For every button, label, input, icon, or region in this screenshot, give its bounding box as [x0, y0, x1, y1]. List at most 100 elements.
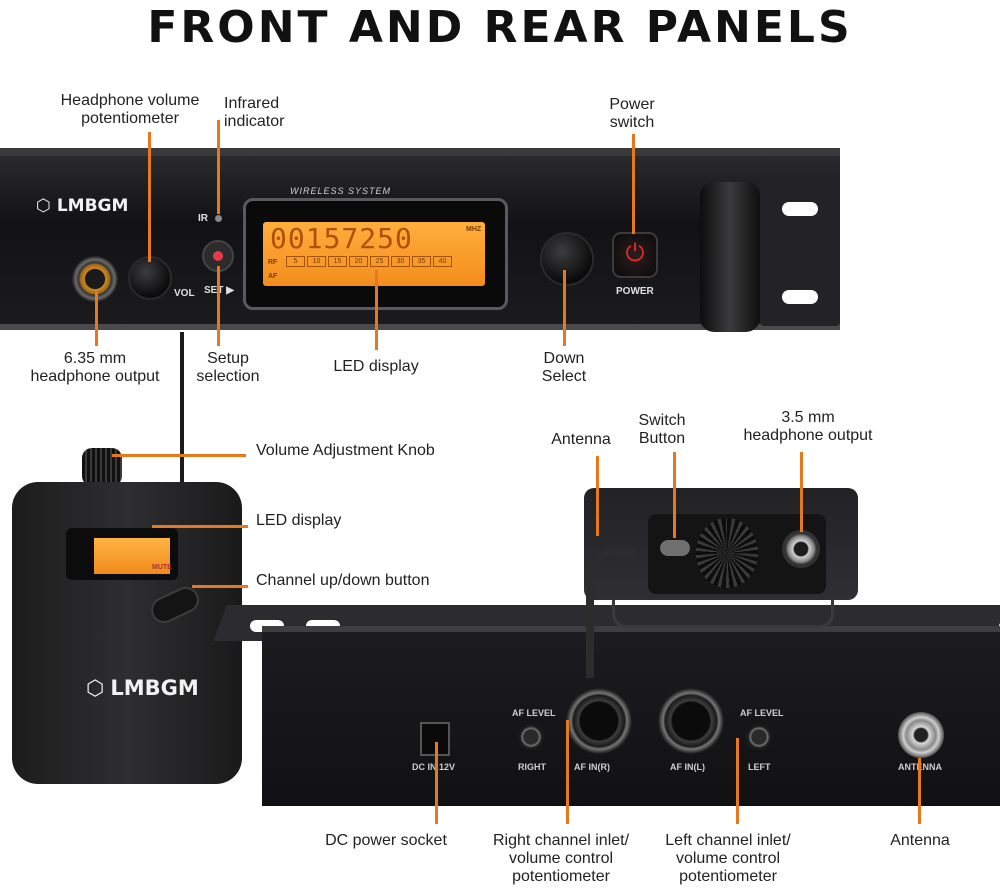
label-line: Button: [638, 430, 686, 447]
bodypack-antenna-cable: [586, 548, 636, 678]
lcd-frequency: 00157250: [270, 222, 413, 255]
label-line: Switch: [638, 412, 686, 429]
label-headphone-volume: Headphone volume potentiometer: [40, 92, 220, 128]
callout-line: [800, 452, 803, 532]
callout-line: [217, 266, 220, 346]
af-in-l-label: AF IN(L): [670, 762, 705, 772]
callout-line: [918, 758, 921, 824]
label-line: potentiometer: [679, 868, 777, 885]
label-right-channel: Right channel inlet/ volume control pote…: [478, 832, 644, 886]
label-switch-button: Switch Button: [626, 412, 698, 448]
label-line: selection: [196, 368, 260, 385]
rf-scale-cell: 10: [307, 256, 326, 267]
right-channel-input[interactable]: [566, 688, 632, 754]
label-line: 3.5 mm: [781, 409, 835, 426]
label-power-switch: Power switch: [592, 96, 672, 132]
callout-line: [435, 742, 438, 824]
callout-line: [596, 456, 599, 536]
left-channel-input[interactable]: [658, 688, 724, 754]
callout-line: [375, 270, 378, 350]
rack-slot: [782, 202, 818, 216]
callout-line: [95, 290, 98, 346]
bodypack-top-knob[interactable]: [696, 518, 758, 588]
callout-line: [217, 120, 220, 214]
label-volume-knob: Volume Adjustment Knob: [256, 442, 435, 459]
left-label: LEFT: [748, 762, 771, 772]
power-label: POWER: [616, 286, 654, 297]
wireless-system-label: WIRELESS SYSTEM: [290, 186, 392, 196]
page-title: FRONT AND REAR PANELS: [147, 2, 853, 53]
bodypack-antenna: [180, 332, 184, 488]
label-down-select: Down Select: [524, 350, 604, 386]
setup-button-dot: [213, 251, 223, 261]
label-dc-power: DC power socket: [325, 832, 447, 849]
bodypack-belt-clip: [612, 598, 834, 628]
label-headphone-output: 6.35 mm headphone output: [10, 350, 180, 386]
label-line: volume control: [675, 850, 781, 867]
headphone-volume-knob[interactable]: [128, 256, 172, 300]
callout-line: [112, 454, 246, 457]
label-antenna-top: Antenna: [551, 431, 611, 448]
callout-line: [563, 270, 566, 346]
label-line: Down: [543, 350, 585, 367]
lcd-af: AF: [268, 273, 278, 280]
right-volume-pot[interactable]: [518, 724, 544, 750]
brand-hex-icon: ⬡: [36, 196, 51, 216]
lcd-rf: RF: [268, 259, 278, 266]
bodypack-switch-button[interactable]: [660, 540, 690, 556]
power-button[interactable]: [612, 232, 658, 278]
label-line: 6.35 mm: [63, 350, 127, 367]
callout-line: [736, 738, 739, 824]
infrared-led: [215, 215, 222, 222]
callout-line: [152, 525, 248, 528]
front-rack-ear: [760, 180, 840, 326]
rf-scale-cell: 20: [349, 256, 368, 267]
antenna-bnc-connector[interactable]: [898, 712, 944, 758]
label-antenna-rear: Antenna: [890, 832, 950, 849]
label-line: switch: [609, 114, 655, 131]
label-line: Select: [541, 368, 587, 385]
rf-scale-cell: 40: [433, 256, 452, 267]
dc-in-label: DC IN 12V: [412, 762, 456, 772]
label-line: potentiometer: [512, 868, 610, 885]
rf-scale-cell: 15: [328, 256, 347, 267]
label-line: Right channel inlet/: [492, 832, 630, 849]
label-left-channel: Left channel inlet/ volume control poten…: [648, 832, 808, 886]
bodypack-lcd: [94, 538, 170, 574]
ir-label: IR: [198, 213, 208, 224]
label-line: Left channel inlet/: [665, 832, 791, 849]
label-line: Setup: [207, 350, 249, 367]
label-led-display-bodypack: LED display: [256, 512, 342, 529]
power-icon: ⏻: [625, 240, 645, 267]
label-line: headphone output: [30, 368, 160, 385]
bodypack-brand-logo: ⬡LMBGM: [86, 676, 199, 700]
callout-line: [632, 134, 635, 234]
bodypack-mute-indicator: MUTE: [152, 564, 172, 571]
callout-line: [192, 585, 248, 588]
rf-scale-cell: 5: [286, 256, 305, 267]
brand-hex-icon: ⬡: [86, 676, 105, 700]
lcd-rf-scale: 5 10 15 20 25 30 35 40: [286, 256, 452, 267]
rf-scale-cell: 25: [370, 256, 389, 267]
label-line: Power: [609, 96, 655, 113]
rf-scale-cell: 35: [412, 256, 431, 267]
label-headphone-35: 3.5 mm headphone output: [728, 409, 888, 445]
label-line: headphone output: [743, 427, 873, 444]
label-line: Headphone volume: [60, 92, 200, 109]
left-volume-pot[interactable]: [746, 724, 772, 750]
label-line: volume control: [508, 850, 614, 867]
front-brand-logo: ⬡LMBGM: [36, 196, 129, 216]
right-label: RIGHT: [518, 762, 546, 772]
label-channel-button: Channel up/down button: [256, 572, 430, 589]
label-line: potentiometer: [81, 110, 179, 127]
label-line: indicator: [224, 113, 285, 130]
callout-line: [566, 720, 569, 824]
label-setup-selection: Setup selection: [180, 350, 276, 386]
bodypack-headphone-jack-3-5[interactable]: [782, 530, 820, 568]
af-level-label-left: AF LEVEL: [740, 708, 784, 718]
lcd-mhz: MHZ: [466, 226, 482, 233]
rf-scale-cell: 30: [391, 256, 410, 267]
rack-handle: [700, 182, 760, 332]
select-knob[interactable]: [540, 232, 594, 286]
rack-slot: [782, 290, 818, 304]
